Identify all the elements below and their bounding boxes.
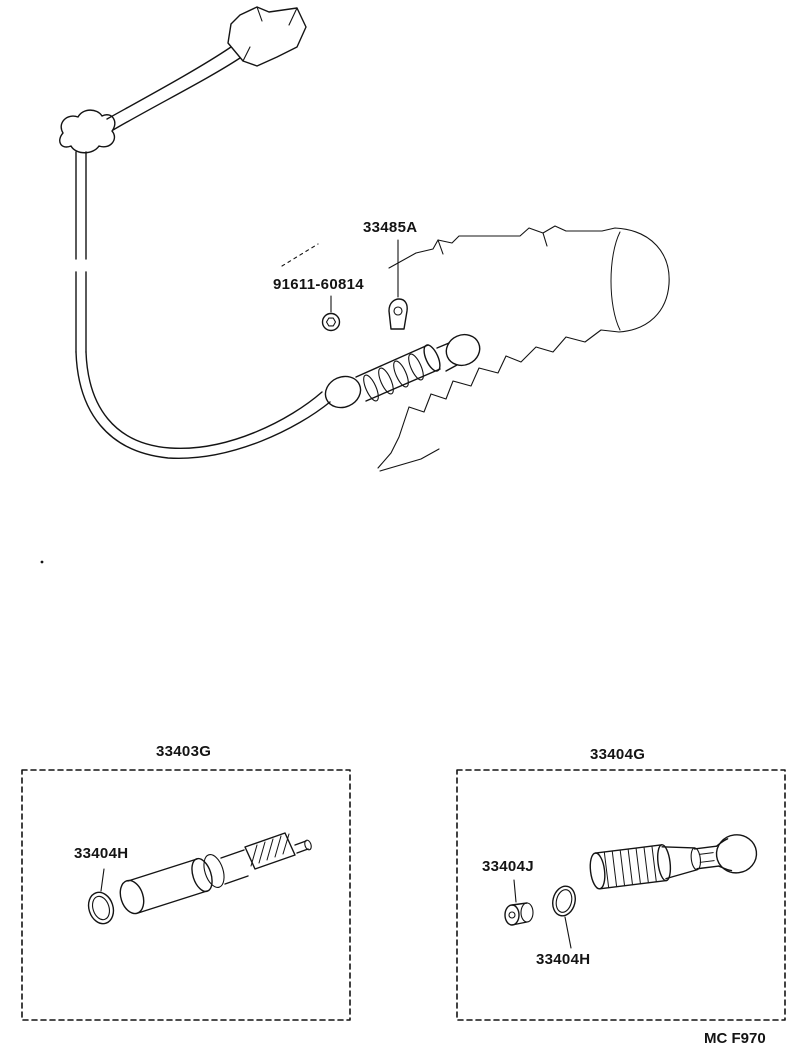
kit-box-33404G	[456, 769, 786, 1021]
bolt-drawing	[321, 312, 341, 332]
sensor-assembly-drawing	[504, 834, 758, 949]
part-label-33404H-right: 33404H	[536, 951, 591, 968]
stray-dot	[40, 560, 44, 564]
retainer-clip-drawing	[388, 298, 408, 330]
part-label-33404J: 33404J	[482, 858, 534, 875]
footer-code: MC F970	[704, 1030, 766, 1047]
part-label-33404H-left: 33404H	[74, 845, 129, 862]
top-leader-lines	[281, 239, 399, 313]
transmission-housing-outline	[377, 225, 670, 472]
speedometer-cable-drawing	[59, 6, 331, 459]
part-label-33485A: 33485A	[363, 219, 418, 236]
kit-title-33404G: 33404G	[590, 746, 646, 763]
kit-box-33403G	[21, 769, 351, 1021]
speed-sensor-drawing	[324, 333, 481, 409]
kit-title-33403G: 33403G	[156, 743, 212, 760]
driven-gear-assembly-drawing	[87, 832, 312, 925]
part-label-91611-60814: 91611-60814	[273, 276, 364, 293]
